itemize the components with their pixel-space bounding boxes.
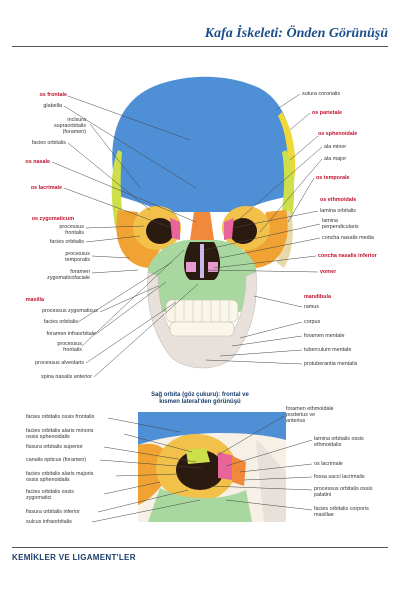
label-concha-nasalis-media: concha nasalis media: [322, 235, 374, 241]
concha-inferior-right: [208, 262, 218, 272]
label-os-parietale: os parietale: [312, 110, 342, 116]
bottom-divider: [12, 547, 388, 548]
label-foramen-infraorbitale: foramen infraorbitale: [46, 331, 96, 337]
orbit-label-1: facies orbitalis alaris minoris ossis sp…: [26, 428, 94, 440]
orbit-right-label-2: os lacrimale: [314, 461, 343, 467]
orbit-leader-lines: [91, 415, 313, 523]
sphenoid-bone-left: [111, 150, 124, 230]
label-facies-orbitalis-2: facies orbitalis: [49, 239, 84, 245]
orbit-right-label-1: lamina orbitalis ossis ethmoidalis: [314, 436, 364, 448]
orbit-label-7: sulcus infraorbitalis: [26, 519, 72, 525]
label-maxilla: maxilla: [25, 297, 44, 303]
label-os-temporale: os temporale: [316, 175, 350, 181]
label-lamina-perpendicularis: lamina perpendicularis: [322, 218, 359, 230]
label-mandibula: mandibula: [304, 294, 331, 300]
label-ala-major: ala major: [324, 156, 347, 162]
label-os-nasale: os nasale: [25, 159, 50, 165]
orbit-label-4: facies orbitalis alaris majoris ossis sp…: [26, 471, 94, 483]
orbit-inset: [138, 412, 286, 522]
label-processus-temporalis: processus temporalis: [65, 251, 90, 263]
orbit-label-2: fissura orbitalis superior: [26, 444, 83, 450]
orbit-right-label-3: fossa sacci lacrimalis: [314, 474, 365, 480]
label-lamina-orbitalis: lamina orbitalis: [320, 208, 356, 214]
sphenoid-bone-right: [280, 150, 295, 230]
orbit-right-label-4: processus orbitalis ossis palatini: [314, 486, 373, 498]
frontal-bone: [112, 76, 294, 212]
label-tuberculum-mentale: tuberculum mentale: [304, 347, 352, 353]
label-ramus: ramus: [304, 304, 319, 310]
vomer: [200, 244, 204, 278]
label-os-sphenoidale: os sphenoidale: [318, 131, 358, 137]
label-foramen-zygomaticofaciale: foramen zygomaticofaciale: [47, 269, 90, 281]
label-vomer: vomer: [320, 269, 337, 275]
orbit-subtitle: Sağ orbita (göz çukuru): frontal ve kısm…: [151, 392, 249, 405]
label-processus-alveolaris: processus alveolaris: [35, 360, 84, 366]
label-ala-minor: ala minor: [324, 144, 347, 150]
leader-lines: [51, 93, 323, 378]
orbit-right-ethmoid: [224, 218, 234, 240]
orbit-left-ethmoid: [170, 218, 180, 240]
footer-section-title: KEMİKLER VE LIGAMENT'LER: [12, 553, 136, 562]
top-divider: [12, 46, 388, 47]
label-sutura-coronalis: sutura coronalis: [302, 91, 341, 97]
lower-teeth: [169, 321, 235, 337]
orbit-left-inner: [146, 218, 174, 244]
nasal-bone: [190, 212, 214, 240]
concha-inferior: [186, 262, 196, 272]
label-spina-nasalis-anterior: spina nasalis anterior: [41, 374, 92, 380]
label-processus-frontalis-1: processus frontalis: [59, 224, 84, 236]
label-protuberantia-mentalis: protuberantia mentalis: [304, 361, 358, 367]
orbit-label-3: canalis opticus (foramen): [26, 457, 87, 463]
orbit-label-0: facies orbitalis ossis frontalis: [26, 414, 95, 420]
page-title: Kafa İskeleti: Önden Görünüşü: [204, 26, 388, 41]
label-processus-zygomaticus: processus zygomaticus: [41, 308, 98, 314]
label-os-ethmoidale: os ethmoidale: [320, 197, 357, 203]
label-os-zygomaticum: os zygomaticum: [31, 216, 74, 222]
label-os-lacrimale: os lacrimale: [30, 185, 62, 191]
label-corpus: corpus: [304, 319, 321, 325]
label-processus-frontalis-2: processus frontalis: [57, 341, 82, 353]
label-glabella: glabella: [43, 103, 62, 109]
label-foramen-mentale: foramen mentale: [304, 333, 345, 339]
label-os-frontale: os frontale: [39, 92, 67, 98]
label-concha-nasalis-inferior: concha nasalis inferior: [318, 253, 377, 259]
orbit-label-5: facies orbitalis ossis zygomatici: [26, 489, 74, 501]
label-incisura-supraorbitalis: incisura supraorbitalis (foramen): [53, 117, 86, 135]
label-facies-orbitalis-1: facies orbitalis: [31, 140, 66, 146]
orbit-right-label-5: facies orbitalis corporis maxillae: [314, 506, 369, 518]
orbit-right-label-0: foramen ethmoidale posterius ve anterius: [286, 406, 334, 424]
label-facies-orbitalis-3: facies orbitalis: [43, 319, 78, 325]
orbit-label-6: fissura orbitalis inferior: [26, 509, 80, 515]
